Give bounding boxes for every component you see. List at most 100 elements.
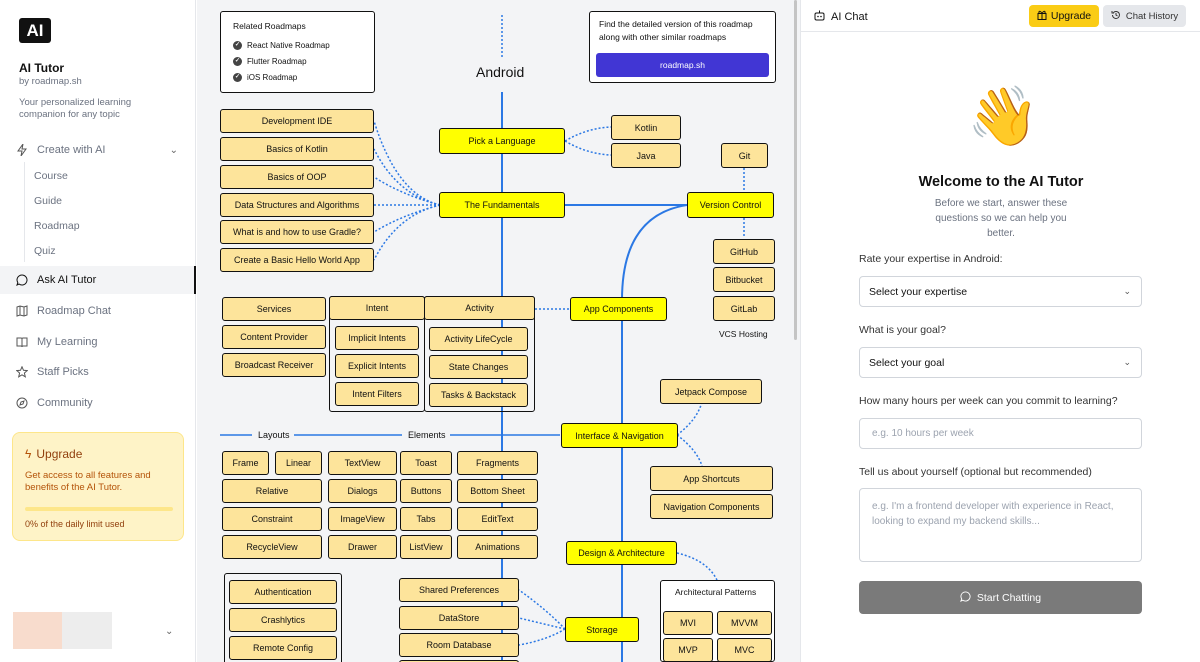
about-textarea[interactable]: e.g. I'm a frontend developer with exper…: [859, 488, 1142, 562]
node-git[interactable]: Git: [721, 143, 768, 168]
node-buttons[interactable]: Buttons: [400, 479, 452, 503]
node-dev-ide[interactable]: Development IDE: [220, 109, 374, 133]
node-tasks-backstack[interactable]: Tasks & Backstack: [429, 383, 528, 407]
node-app-shortcuts[interactable]: App Shortcuts: [650, 466, 773, 491]
node-remote-config[interactable]: Remote Config: [229, 636, 337, 660]
node-kotlin[interactable]: Kotlin: [611, 115, 681, 140]
hours-input[interactable]: e.g. 10 hours per week: [859, 418, 1142, 449]
legend-item-label: Flutter Roadmap: [247, 57, 307, 66]
node-frame[interactable]: Frame: [222, 451, 269, 475]
node-mvvm[interactable]: MVVM: [717, 611, 772, 635]
node-linear[interactable]: Linear: [275, 451, 322, 475]
node-drawer[interactable]: Drawer: [328, 535, 397, 559]
node-relative[interactable]: Relative: [222, 479, 322, 503]
start-chatting-button[interactable]: Start Chatting: [859, 581, 1142, 614]
node-state-changes[interactable]: State Changes: [429, 355, 528, 379]
related-roadmaps-legend: Related Roadmaps ✓React Native Roadmap ✓…: [220, 11, 375, 93]
chevron-down-icon: ⌄: [1123, 286, 1131, 296]
node-jetpack-compose[interactable]: Jetpack Compose: [660, 379, 762, 404]
sub-item-course[interactable]: Course: [34, 170, 68, 182]
node-toast[interactable]: Toast: [400, 451, 452, 475]
node-services[interactable]: Services: [222, 297, 326, 321]
node-github[interactable]: GitHub: [713, 239, 775, 264]
node-hello-world[interactable]: Create a Basic Hello World App: [220, 248, 374, 272]
node-storage-more[interactable]: [399, 660, 519, 662]
node-interface-navigation[interactable]: Interface & Navigation: [561, 423, 678, 448]
node-room-database[interactable]: Room Database: [399, 633, 519, 657]
legend-item-label: iOS Roadmap: [247, 73, 298, 82]
sub-item-guide[interactable]: Guide: [34, 195, 63, 207]
expertise-select[interactable]: Select your expertise ⌄: [859, 276, 1142, 307]
node-bitbucket[interactable]: Bitbucket: [713, 267, 775, 292]
node-content-provider[interactable]: Content Provider: [222, 325, 326, 349]
node-navigation-components[interactable]: Navigation Components: [650, 494, 773, 519]
node-fundamentals[interactable]: The Fundamentals: [439, 192, 565, 218]
node-activity-lifecycle[interactable]: Activity LifeCycle: [429, 327, 528, 351]
node-authentication[interactable]: Authentication: [229, 580, 337, 604]
node-storage[interactable]: Storage: [565, 617, 639, 642]
node-imageview[interactable]: ImageView: [328, 507, 397, 531]
node-gitlab[interactable]: GitLab: [713, 296, 775, 321]
node-constraint[interactable]: Constraint: [222, 507, 322, 531]
sub-item-quiz[interactable]: Quiz: [34, 245, 56, 257]
promo-text: Find the detailed version of this roadma…: [599, 19, 753, 42]
chevron-down-icon[interactable]: ⌄: [169, 144, 178, 156]
node-dsa[interactable]: Data Structures and Algorithms: [220, 193, 374, 217]
node-activity[interactable]: Activity: [424, 296, 535, 320]
legend-item[interactable]: ✓Flutter Roadmap: [233, 57, 307, 66]
nav-ask-ai-tutor[interactable]: Ask AI Tutor: [0, 266, 196, 294]
node-dialogs[interactable]: Dialogs: [328, 479, 397, 503]
node-crashlytics[interactable]: Crashlytics: [229, 608, 337, 632]
nav-community-label: Community: [37, 397, 93, 409]
profile-name-placeholder[interactable]: [62, 612, 112, 649]
node-app-components[interactable]: App Components: [570, 297, 667, 321]
node-mvp[interactable]: MVP: [663, 638, 713, 662]
node-mvi[interactable]: MVI: [663, 611, 713, 635]
node-implicit-intents[interactable]: Implicit Intents: [335, 326, 419, 350]
node-intent[interactable]: Intent: [329, 296, 425, 320]
nav-my-learning[interactable]: My Learning: [0, 328, 196, 356]
nav-staff-picks[interactable]: Staff Picks: [0, 358, 196, 386]
chevron-down-icon[interactable]: ⌄: [165, 626, 174, 637]
node-textview[interactable]: TextView: [328, 451, 397, 475]
upgrade-button[interactable]: Upgrade: [1029, 5, 1099, 27]
about-question: Tell us about yourself (optional but rec…: [859, 466, 1092, 478]
node-broadcast-receiver[interactable]: Broadcast Receiver: [222, 353, 326, 377]
node-gradle[interactable]: What is and how to use Gradle?: [220, 220, 374, 244]
node-listview[interactable]: ListView: [400, 535, 452, 559]
node-java[interactable]: Java: [611, 143, 681, 168]
submenu-divider: [24, 162, 25, 262]
legend-item[interactable]: ✓iOS Roadmap: [233, 73, 297, 82]
nav-roadmap-chat[interactable]: Roadmap Chat: [0, 297, 196, 325]
avatar[interactable]: [13, 612, 63, 649]
roadmap-canvas[interactable]: Related Roadmaps ✓React Native Roadmap ✓…: [197, 0, 800, 662]
node-basics-kotlin[interactable]: Basics of Kotlin: [220, 137, 374, 161]
nav-create-with-ai[interactable]: Create with AI ⌄: [0, 136, 196, 164]
node-shared-preferences[interactable]: Shared Preferences: [399, 578, 519, 602]
node-edittext[interactable]: EditText: [457, 507, 538, 531]
node-intent-filters[interactable]: Intent Filters: [335, 382, 419, 406]
nav-community[interactable]: Community: [0, 389, 196, 417]
node-fragments[interactable]: Fragments: [457, 451, 538, 475]
chat-bot-icon: [814, 10, 825, 24]
node-tabs[interactable]: Tabs: [400, 507, 452, 531]
node-bottom-sheet[interactable]: Bottom Sheet: [457, 479, 538, 503]
node-animations[interactable]: Animations: [457, 535, 538, 559]
chat-history-button[interactable]: Chat History: [1103, 5, 1186, 27]
roadmap-sh-button[interactable]: roadmap.sh: [596, 53, 769, 77]
sub-item-roadmap[interactable]: Roadmap: [34, 220, 80, 232]
node-mvc[interactable]: MVC: [717, 638, 772, 662]
node-recycleview[interactable]: RecycleView: [222, 535, 322, 559]
node-datastore[interactable]: DataStore: [399, 606, 519, 630]
node-version-control[interactable]: Version Control: [687, 192, 774, 218]
roadmap-scrollbar[interactable]: [794, 0, 797, 340]
expertise-select-value: Select your expertise: [869, 285, 968, 298]
node-explicit-intents[interactable]: Explicit Intents: [335, 354, 419, 378]
legend-item[interactable]: ✓React Native Roadmap: [233, 41, 330, 50]
node-design-architecture[interactable]: Design & Architecture: [566, 541, 677, 565]
node-pick-language[interactable]: Pick a Language: [439, 128, 565, 154]
goal-select[interactable]: Select your goal ⌄: [859, 347, 1142, 378]
node-basics-oop[interactable]: Basics of OOP: [220, 165, 374, 189]
welcome-title: Welcome to the AI Tutor: [918, 174, 1084, 190]
